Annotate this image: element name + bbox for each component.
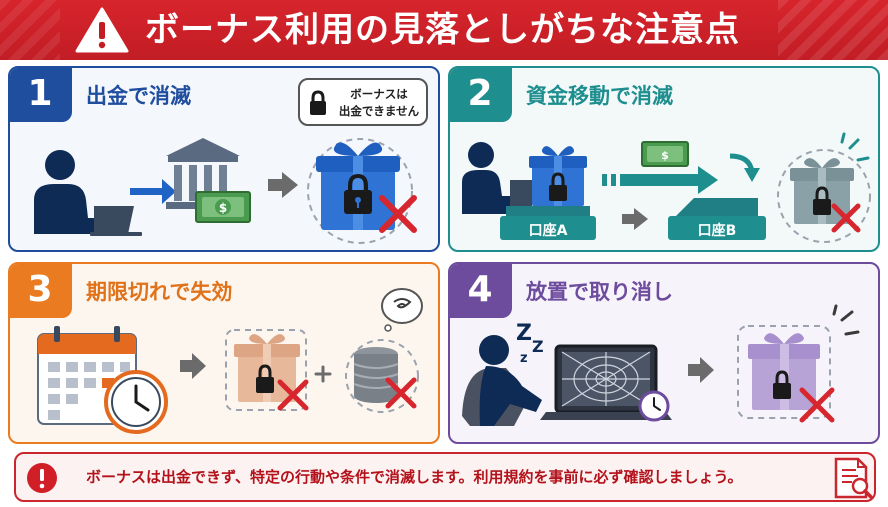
page-title: ボーナス利用の見落としがちな注意点 bbox=[145, 10, 740, 50]
arrow-right-grey-icon bbox=[622, 208, 648, 230]
sleep-z-small: Z bbox=[532, 337, 544, 356]
panel-number: 1 bbox=[10, 68, 72, 122]
coin-stack-icon bbox=[353, 347, 399, 403]
notice-banner: ボーナスは出金できず、特定の行動や条件で消滅します。利用規約を事前に必ず確認しま… bbox=[14, 452, 876, 502]
sleep-z-tiny: z bbox=[520, 351, 528, 366]
transfer-arrow-icon bbox=[602, 166, 718, 194]
sparkle-lines-icon bbox=[832, 304, 860, 336]
panel-fund-transfer: $ 2 資金移 bbox=[448, 66, 880, 252]
padlock-icon bbox=[813, 186, 831, 215]
expiration-illustration bbox=[37, 288, 423, 434]
bubble-line-2: 出金できません bbox=[338, 104, 420, 118]
clock-icon bbox=[638, 390, 670, 422]
arrow-right-grey-icon bbox=[180, 353, 206, 379]
red-cross-icon bbox=[831, 203, 861, 233]
panel-number: 3 bbox=[10, 264, 72, 318]
banknote-icon: $ bbox=[195, 191, 251, 223]
red-cross-icon bbox=[799, 387, 835, 423]
account-b-label: 口座B bbox=[697, 223, 737, 239]
panel-title: 出金で消滅 bbox=[86, 84, 191, 108]
panel-title: 期限切れで失効 bbox=[86, 280, 233, 304]
panel-expiration: 3 期限切れで失効 bbox=[8, 262, 440, 444]
padlock-icon bbox=[773, 370, 791, 399]
sleep-z-large: Z bbox=[516, 321, 532, 346]
red-cross-icon bbox=[277, 379, 309, 411]
alert-circle-icon bbox=[27, 463, 57, 493]
person-desk-icon bbox=[462, 142, 536, 214]
arrow-right-icon bbox=[130, 179, 176, 204]
plus-icon bbox=[314, 365, 332, 383]
banknote-icon: $ bbox=[641, 141, 689, 167]
gift-box-faded-icon bbox=[748, 333, 820, 410]
sparkle-lines-icon bbox=[840, 132, 870, 162]
arrow-right-grey-icon bbox=[688, 357, 714, 383]
person-laptop-icon bbox=[34, 150, 142, 236]
header-stripe-right bbox=[778, 0, 888, 60]
notice-text: ボーナスは出金できず、特定の行動や条件で消滅します。利用規約を事前に必ず確認しま… bbox=[86, 468, 743, 486]
padlock-icon bbox=[344, 173, 372, 214]
speech-bubble: ボーナスは 出金できません bbox=[298, 78, 428, 126]
panel-inactivity: Z Z z bbox=[448, 262, 880, 444]
warning-triangle-icon bbox=[75, 7, 129, 53]
svg-text:$: $ bbox=[661, 149, 669, 162]
panel-title: 資金移動で消滅 bbox=[526, 84, 673, 108]
fund-transfer-illustration: $ bbox=[462, 132, 871, 243]
panel-number: 2 bbox=[450, 68, 512, 122]
inactivity-illustration: Z Z z bbox=[462, 304, 860, 426]
arrow-right-grey-icon bbox=[268, 172, 298, 198]
panel-title: 放置で取り消し bbox=[526, 280, 673, 304]
bubble-line-1: ボーナスは bbox=[350, 87, 408, 101]
panel-withdrawal: $ 1 出金で消滅 ボ bbox=[8, 66, 440, 252]
padlock-icon bbox=[310, 90, 326, 115]
document-search-icon bbox=[834, 457, 873, 499]
red-cross-icon bbox=[379, 195, 417, 233]
withdrawal-illustration: $ bbox=[34, 138, 417, 244]
padlock-icon bbox=[549, 172, 567, 201]
clock-icon bbox=[104, 370, 168, 434]
header-banner: ボーナス利用の見落としがちな注意点 bbox=[0, 0, 888, 60]
bubble-text: ボーナスは 出金できません bbox=[332, 86, 426, 120]
panel-number: 4 bbox=[450, 264, 512, 318]
gift-box-icon bbox=[316, 142, 400, 230]
svg-text:$: $ bbox=[219, 201, 227, 215]
red-cross-icon bbox=[385, 377, 417, 409]
header-stripe-left bbox=[0, 0, 60, 60]
account-a-label: 口座A bbox=[528, 223, 568, 239]
sleeping-person-icon bbox=[462, 335, 542, 426]
padlock-icon bbox=[256, 364, 274, 393]
thought-bubble-icon bbox=[381, 288, 423, 332]
laptop-cobweb-icon bbox=[540, 344, 672, 420]
